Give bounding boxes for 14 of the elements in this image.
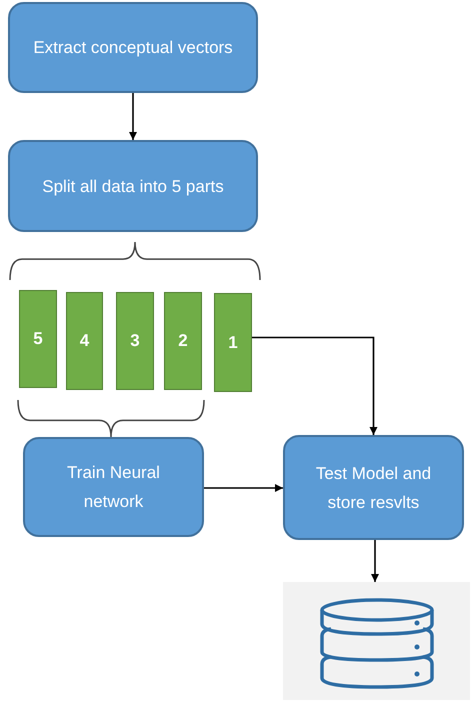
data-part-bar: 3	[116, 292, 154, 390]
data-part-bar: 4	[66, 292, 103, 390]
process-box: Split all data into 5 parts	[8, 140, 258, 232]
data-part-bar: 1	[214, 293, 252, 392]
process-box: Train Neural network	[23, 437, 204, 537]
arrow	[129, 93, 137, 140]
icon-panel	[283, 582, 470, 700]
arrow	[252, 336, 378, 435]
process-box: Test Model and store resvlts	[283, 435, 464, 540]
data-part-bar: 5	[19, 290, 57, 388]
arrow	[204, 484, 283, 492]
data-part-bar: 2	[164, 292, 202, 390]
arrow	[371, 540, 379, 582]
process-box: Extract conceptual vectors	[8, 2, 258, 93]
